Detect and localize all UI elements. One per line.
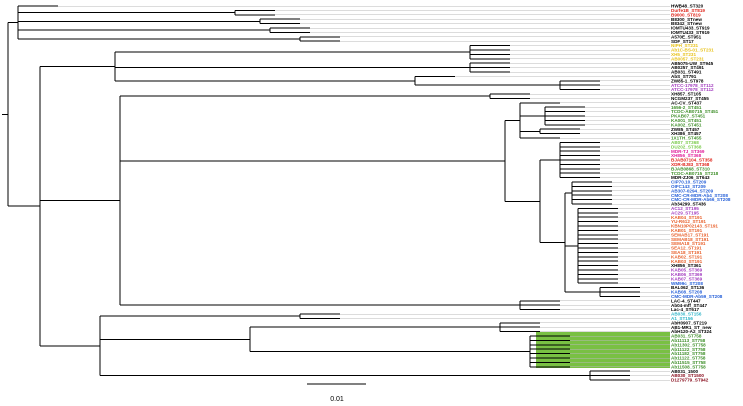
tip-label: NIPH_ST231 bbox=[671, 43, 699, 48]
tip-label: DU202_ST368 bbox=[671, 144, 702, 149]
tip-label: B8300_STnew bbox=[671, 17, 702, 22]
tip-label: SEMAB18_ST191 bbox=[671, 237, 709, 242]
tip-label: BJAB0868_ST310 bbox=[671, 166, 710, 171]
tip-label: 1656-2_ST451 bbox=[671, 105, 702, 110]
tip-label: KAB02_ST191 bbox=[671, 254, 703, 259]
tip-label: KAB06_ST369 bbox=[671, 272, 703, 277]
tip-label: AC12_ST195 bbox=[671, 206, 699, 211]
tip-label: AB031_ST491 bbox=[671, 70, 702, 75]
tip-label: 1X1TH_ST455 bbox=[671, 136, 702, 141]
tip-label: AbH0907_ST219 bbox=[671, 320, 707, 325]
tip-label: KA001_ST451 bbox=[671, 118, 702, 123]
tip-label: CIP70.10_ST209 bbox=[671, 180, 707, 185]
tip-label: AB0057_ST231 bbox=[671, 56, 704, 61]
scale-bar-label: 0.01 bbox=[330, 396, 344, 403]
tip-label: HWB48_ST320 bbox=[671, 4, 704, 9]
tip-label: Durfe1B_ST819 bbox=[671, 8, 705, 13]
tip-label: KAB03_ST191 bbox=[671, 259, 703, 264]
tip-label: Ab11122_ST758 bbox=[671, 356, 706, 361]
tip-label: PKAB07_ST451 bbox=[671, 114, 706, 119]
tip-label: TCDC-AB0715_ST451 bbox=[671, 109, 719, 114]
tip-label: CMC-MDR-Ab59_ST208 bbox=[671, 294, 723, 299]
scale-bar: 0.01 bbox=[307, 383, 366, 403]
tip-label: D1279779_ST942 bbox=[671, 378, 709, 383]
tip-label: IOMTU433_ST919 bbox=[671, 30, 710, 35]
tip-label: AB031_ST758 bbox=[671, 334, 702, 339]
tip-label: SDF_ST17 bbox=[671, 39, 694, 44]
tip-label: Lac-4_ST617 bbox=[671, 307, 700, 312]
tip-label: XH5_ST231 bbox=[671, 52, 696, 57]
tip-label: AB5075-UW_ST945 bbox=[671, 61, 714, 66]
tip-label: AB07_ST368 bbox=[671, 140, 699, 145]
tip-label: XDR-BJ83_ST368 bbox=[671, 162, 710, 167]
tip-label: Ab11182_ST758 bbox=[671, 351, 706, 356]
tip-labels: HWB48_ST320Durfe1B_ST819B9000_ST819B8300… bbox=[671, 4, 731, 383]
tip-label: AB031_1500 bbox=[671, 369, 699, 374]
tip-label: AbS_ST791 bbox=[671, 74, 697, 79]
tip-label: AC-CV_ST437 bbox=[671, 100, 702, 105]
tip-label: KAB04_ST191 bbox=[671, 215, 703, 220]
tip-label: ATCC-17978_ST112 bbox=[671, 87, 714, 92]
tip-label: SEA12_ST191 bbox=[671, 246, 702, 251]
tip-label: A570E_ST951 bbox=[671, 34, 702, 39]
tip-label: KAB05_ST369 bbox=[671, 268, 703, 273]
tip-label: LAC-4_ST447 bbox=[671, 298, 701, 303]
tip-label: MDR-TJ_ST369 bbox=[671, 149, 705, 154]
tip-label: AB030_ST1500 bbox=[671, 373, 704, 378]
tip-label: XH386_ST457 bbox=[671, 131, 702, 136]
tip-label: BJAB07104_ST358 bbox=[671, 158, 713, 163]
tip-label: CMC-CR-MDR-Ab4_ST208 bbox=[671, 193, 728, 198]
tip-label: SEMAB17_ST191 bbox=[671, 232, 709, 237]
tip-label: IOMTU433_ST919 bbox=[671, 26, 710, 31]
tip-label: KA002_ST451 bbox=[671, 122, 702, 127]
tip-label: AB307-0294_ST209 bbox=[671, 188, 714, 193]
tip-label: XH856_ST361 bbox=[671, 263, 702, 268]
tip-label: TCDC-AB0715_ST218 bbox=[671, 171, 719, 176]
tip-label: Ab04-mff_ST447 bbox=[671, 303, 707, 308]
tip-label: ATCC-17978_ST112 bbox=[671, 83, 714, 88]
tip-label: OIFC143_ST209 bbox=[671, 184, 706, 189]
tip-label: CMC-CR-MDR-Ab66_ST208 bbox=[671, 197, 731, 202]
tip-label: WM99c_ST208 bbox=[671, 281, 703, 286]
tip-label: Ab11302_ST758 bbox=[671, 342, 706, 347]
tip-label: ZW85-1_ST978 bbox=[671, 78, 704, 83]
tip-label: Ab11508_ST758 bbox=[671, 364, 706, 369]
tip-label: YU-R612_ST191 bbox=[671, 219, 706, 224]
tip-label: SEMA18_ST191 bbox=[671, 241, 706, 246]
tip-label: Ab11113_ST758 bbox=[671, 338, 706, 343]
tree-branches bbox=[2, 5, 640, 381]
tip-label: AB1-MR1_ST_new bbox=[671, 325, 712, 330]
tip-label: KAB08_ST208 bbox=[671, 290, 703, 295]
tip-label: AB030_ST156 bbox=[671, 312, 702, 317]
tip-label: AC29_ST195 bbox=[671, 210, 699, 215]
tip-label: NCGM237_ST455 bbox=[671, 96, 709, 101]
tip-label: KAB01_ST191 bbox=[671, 228, 703, 233]
tip-label: XH856_ST368 bbox=[671, 153, 702, 158]
tip-label: B8342_STnew bbox=[671, 21, 702, 26]
tip-label: BAL062_ST136 bbox=[671, 285, 705, 290]
tip-label: KBN10P02143_ST191 bbox=[671, 224, 718, 229]
tip-label: XH857_ST105 bbox=[671, 92, 702, 97]
tip-label: Ab1C-BS-01_ST231 bbox=[671, 48, 714, 53]
tip-label: AbH120-A2_ST324 bbox=[671, 329, 712, 334]
tip-label: SEA18_ST191 bbox=[671, 250, 702, 255]
tip-label: B9000_ST819 bbox=[671, 12, 701, 17]
tip-label: KAB07_ST369 bbox=[671, 276, 703, 281]
tip-label: A1_ST156 bbox=[671, 316, 693, 321]
tip-label: Ab11122_ST758 bbox=[671, 347, 706, 352]
tip-label: MDR-ZJ06_ST643 bbox=[671, 175, 710, 180]
tip-leader-lines bbox=[58, 5, 670, 381]
tip-label: ZW85_ST457 bbox=[671, 127, 700, 132]
tip-label: Ab11515_ST758 bbox=[671, 360, 706, 365]
tip-label: Ab34299_ST436 bbox=[671, 202, 706, 207]
tip-label: AB0257_ST491 bbox=[671, 65, 704, 70]
